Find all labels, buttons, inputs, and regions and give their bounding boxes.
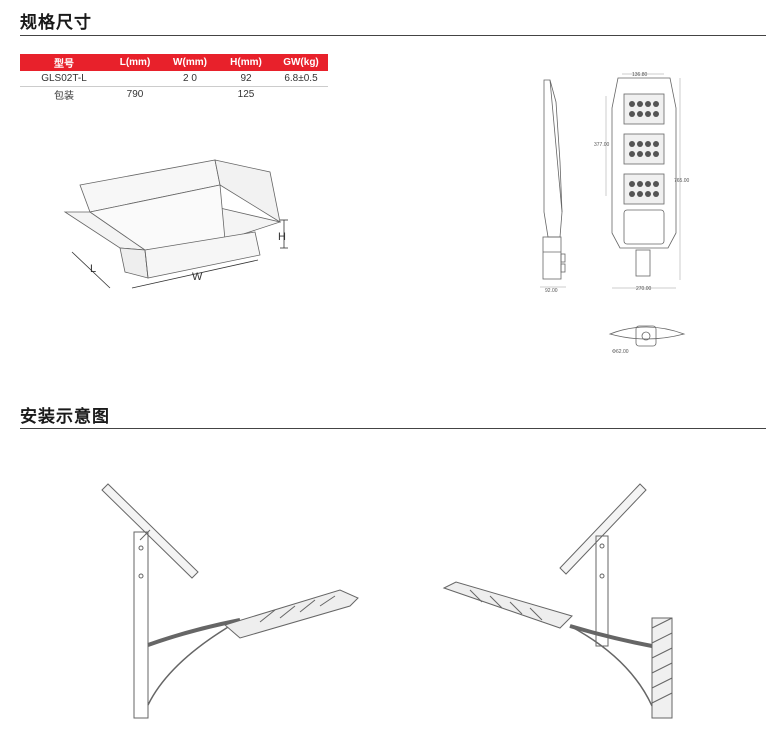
pole-mount-illustration: [101, 483, 359, 719]
dim-top-width: 136.80: [632, 72, 648, 78]
spec-section-divider: [20, 35, 766, 36]
cell-package-width: [162, 87, 218, 103]
cell-length: [108, 71, 162, 87]
wall-mount-illustration: [442, 483, 673, 719]
spec-table-header: 型号 L(mm) W(mm) H(mm) GW(kg): [20, 54, 328, 71]
header-length: L(mm): [108, 54, 162, 71]
box-label-l: L: [90, 263, 96, 275]
dim-side-width: 92.00: [545, 288, 558, 294]
spec-table: 型号 L(mm) W(mm) H(mm) GW(kg) GLS02T-L 2 0…: [20, 54, 328, 102]
box-label-h: H: [278, 231, 286, 243]
cell-package-weight: [274, 87, 328, 103]
install-section-divider: [20, 428, 766, 429]
header-width: W(mm): [162, 54, 218, 71]
spec-section-title: 规格尺寸: [20, 13, 92, 32]
front-view-drawing: 136.80 377.00 765.00 270.00: [594, 72, 690, 292]
cell-height: 92: [218, 71, 274, 87]
header-gross-weight: GW(kg): [274, 54, 328, 71]
package-box-diagram: H L W: [63, 159, 288, 289]
cell-model: GLS02T-L: [20, 71, 108, 87]
bottom-view-drawing: Φ62.00: [608, 325, 686, 355]
cell-package: 包装: [54, 91, 74, 102]
dim-pole-diameter: Φ62.00: [612, 349, 629, 355]
cell-width: 2 0: [162, 71, 218, 87]
side-view-drawing: 92.00: [540, 79, 566, 294]
cell-weight: 6.8±0.5: [274, 71, 328, 87]
dim-module-height: 377.00: [594, 142, 610, 148]
box-label-w: W: [192, 271, 203, 283]
dim-base-width: 270.00: [636, 286, 652, 292]
cell-package-length: 790: [126, 89, 144, 100]
header-model: 型号: [20, 54, 108, 71]
table-row: GLS02T-L 2 0 92 6.8±0.5: [20, 71, 328, 87]
table-row: 包装 790 125: [20, 87, 328, 103]
header-height: H(mm): [218, 54, 274, 71]
cell-package-height: 125: [237, 89, 255, 100]
install-section-title: 安装示意图: [20, 407, 110, 426]
dim-total-length: 765.00: [674, 178, 690, 184]
